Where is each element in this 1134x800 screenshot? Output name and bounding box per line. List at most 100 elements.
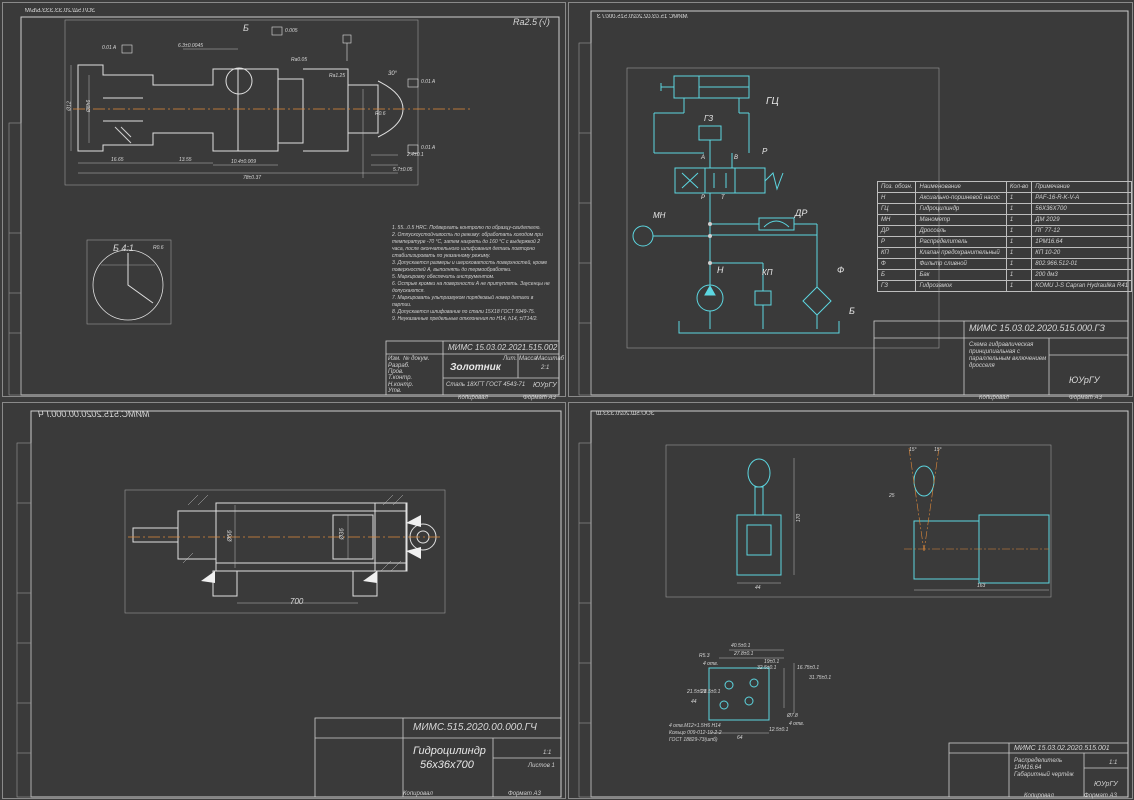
detail-marker-b: Б xyxy=(243,23,249,33)
dim-5: Ra1.25 xyxy=(329,73,346,79)
sheet-hydraulic-schematic[interactable]: МИМС 15.03.02.2020.515.000.ГЗ ГЦ ГЗ Р А … xyxy=(568,2,1133,401)
dim-6: 30° xyxy=(388,71,398,77)
dim-13: 78±0.37 xyxy=(243,175,262,181)
sheet1-copied: Копировал xyxy=(458,395,488,401)
sheet3-format: Формат А3 xyxy=(508,791,541,797)
mounting-face xyxy=(708,667,770,721)
dim-b5: R5.3 xyxy=(699,653,710,659)
dim-3: 0.005 xyxy=(285,28,298,34)
sheet4-title: Распределитель 1РМ16.64 Габаритный чертё… xyxy=(1014,758,1074,778)
tb-razrab: Разраб. xyxy=(388,363,410,369)
spool-drawing-graphics xyxy=(8,16,560,396)
dim-b3: 32.5±0.1 xyxy=(757,665,777,671)
dim-170: 170 xyxy=(796,513,803,523)
sheet3-doc-number: МИМС.515.2020.00.000.ГЧ xyxy=(413,722,537,733)
dim-b2: 19±0.1 xyxy=(764,659,780,665)
dim-b6: 4 отв. xyxy=(703,661,719,667)
dim-angle-right: 15° xyxy=(934,447,942,453)
dim-16: R0.6 xyxy=(153,245,164,251)
label-p: Р xyxy=(762,147,768,156)
distributor-note: 4 отв.M12×1.5H6 Н14 Кольцо 009-012-19-2-… xyxy=(669,723,722,743)
detail-view-b xyxy=(86,239,172,325)
label-b-tank: Б xyxy=(849,306,855,316)
dim-10: 16.65 xyxy=(111,157,124,163)
dim-b10: Ø7.8 xyxy=(787,713,798,719)
label-gc: ГЦ xyxy=(766,96,779,107)
schematic-lines xyxy=(632,75,840,334)
sheet2-copied: Копировал xyxy=(979,395,1009,401)
sheet-distributor-drawing[interactable]: ЗОО.5Ш.2020.ЗЗЗ.Ш 15° 15° 25 170 44 163 … xyxy=(568,402,1133,799)
dim-b4: 16.75±0.1 xyxy=(797,665,820,671)
sheet3-corner-stamp: МИМС.515.2020.00.000.ГЧ xyxy=(38,409,150,419)
sheet2-title: Схема гидравлическая принципиальная с па… xyxy=(969,342,1047,369)
dim-163: 163 xyxy=(977,583,986,589)
sheet1-corner-stamp: ЗОЛ.5Ш.20.ЗЗ.ЗЗЗ.ЫЫМ xyxy=(25,8,96,14)
label-t-port: Т xyxy=(721,195,725,201)
dim-25: 25 xyxy=(889,493,895,499)
label-mn: МН xyxy=(653,211,666,220)
dim-b8: 21.5±0.1 xyxy=(687,689,707,695)
dim-700: 700 xyxy=(290,597,304,606)
dim-17: Ø8h6 xyxy=(86,99,93,113)
label-gz: ГЗ xyxy=(704,114,714,123)
dim-12: 10.4±0.009 xyxy=(231,159,256,165)
sheet2-org: ЮУрГУ xyxy=(1069,375,1100,385)
sheet4-org: ЮУрГУ xyxy=(1094,781,1118,788)
distributor-side xyxy=(913,465,1050,584)
sheet2-doc-number: МИМС 15.03.02.2020.515.000.ГЗ xyxy=(969,323,1105,333)
dim-b1: 27.8±0.1 xyxy=(734,651,754,657)
label-b-port: В xyxy=(734,155,739,161)
dim-14: 2.4±0.1 xyxy=(407,152,424,158)
spool-outline xyxy=(77,64,404,152)
tb-ndokum: № докум. xyxy=(403,356,430,362)
sheet3-sheets: Листов 1 xyxy=(528,763,555,769)
tb-utv: Утв. xyxy=(388,388,402,394)
dim-2: 6.3±0.0045 xyxy=(178,43,203,49)
sheet1-material: Сталь 18ХГТ ГОСТ 4543-71 xyxy=(446,382,526,388)
dim-b13: 64 xyxy=(737,735,743,741)
sheet3-copied: Копировал xyxy=(403,791,433,797)
roughness-mark: Ra2.5 xyxy=(513,17,538,27)
sheet-spool-drawing[interactable]: ЗОЛ.5Ш.20.ЗЗ.ЗЗЗ.ЫЫМ Ra2.5 (√) Б 0.01 A … xyxy=(2,2,566,401)
label-f: Ф xyxy=(837,265,845,275)
sheet3-title-1: Гидроцилиндр xyxy=(413,745,486,757)
cylinder-drawing-graphics xyxy=(16,410,562,798)
label-kp: КП xyxy=(762,268,773,277)
tb-tkontr: Т.контр. xyxy=(388,375,413,381)
sheet4-copied: Копировал xyxy=(1024,793,1054,799)
dim-b14: 44 xyxy=(691,699,697,705)
label-p-port: Р xyxy=(701,195,706,201)
label-n: Н xyxy=(717,265,724,275)
technical-notes: 1. 55...0.5 НRС. Подвергать контролю по … xyxy=(392,225,550,322)
dim-b12: 12.5±0.1 xyxy=(769,727,789,733)
dim-7: R0.6 xyxy=(375,111,386,117)
sheet-cylinder-drawing[interactable]: МИМС.515.2020.00.000.ГЧ Ø56 Ø36 700 МИМС… xyxy=(2,402,566,799)
sheet4-corner-stamp: ЗОО.5Ш.2020.ЗЗЗ.Ш xyxy=(596,411,655,417)
dim-44-top: 44 xyxy=(755,585,761,591)
dim-15: 5.7±0.05 xyxy=(393,167,413,173)
sheet2-format: Формат А3 xyxy=(1069,395,1102,401)
tb-prov: Пров. xyxy=(388,369,404,375)
dim-d36: Ø36 xyxy=(339,528,346,540)
dim-b0: 40.5±0.1 xyxy=(731,643,751,649)
tb-lit: Лит. xyxy=(503,356,518,362)
dim-d56: Ø56 xyxy=(227,530,234,542)
sheet1-format: Формат А3 xyxy=(523,395,556,401)
dim-angle-left: 15° xyxy=(909,447,917,453)
dim-b7: 31.75±0.1 xyxy=(809,675,832,681)
distributor-drawing-graphics xyxy=(578,410,1129,798)
tb-massa: Масса xyxy=(519,356,537,362)
sheet4-scale: 1:1 xyxy=(1109,760,1118,766)
distributor-front xyxy=(736,458,782,576)
sheet2-corner-stamp: МИМС 15.03.02.2020.515.000.ГЗ xyxy=(597,14,688,20)
sheet1-part-title: Золотник xyxy=(450,362,501,373)
tb-masshtab: Масштаб xyxy=(536,356,565,362)
